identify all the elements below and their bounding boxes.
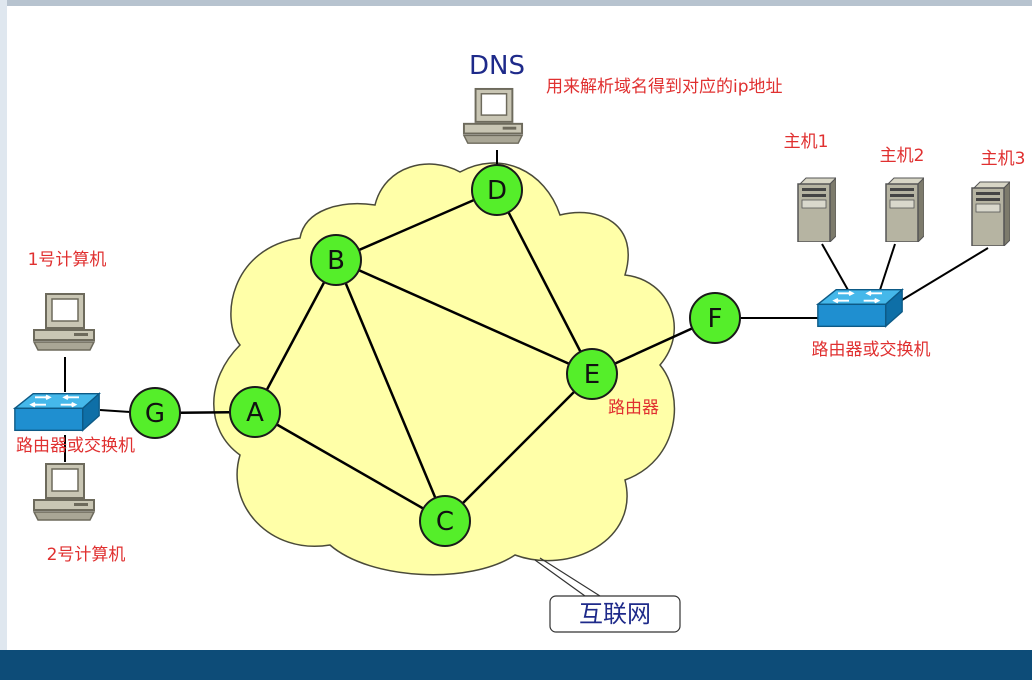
link-a-c	[254, 410, 446, 523]
host1-label: 主机1	[784, 132, 829, 152]
node-label: G	[145, 399, 165, 429]
switch-left-label: 路由器或交换机	[16, 436, 135, 456]
top-border	[0, 0, 1032, 6]
node-circle	[689, 292, 741, 344]
node-b: B	[310, 234, 362, 286]
host1-link	[821, 243, 849, 291]
dns-computer-icon	[462, 87, 524, 145]
computer-2-icon	[33, 463, 95, 521]
switch-g-link	[99, 409, 131, 413]
dns-description: 用来解析域名得到对应的ip地址	[546, 77, 783, 97]
internet-callout-pointer	[534, 557, 603, 597]
node-e: E	[566, 348, 618, 400]
host3-link	[901, 247, 989, 301]
host2-link	[879, 243, 896, 291]
host3-label: 主机3	[981, 149, 1026, 169]
left-border	[0, 0, 7, 650]
switch-left-icon	[13, 392, 101, 432]
nodes: A B C D E F G	[129, 164, 741, 547]
computer-1-icon	[33, 293, 95, 351]
node-label: D	[487, 176, 507, 206]
link-c-e	[444, 373, 593, 522]
link-b-d	[335, 188, 498, 262]
dns-label: DNS	[469, 51, 525, 81]
host2-label: 主机2	[880, 146, 925, 166]
node-g: G	[129, 387, 181, 439]
server-3-icon	[971, 181, 1010, 246]
node-a: A	[229, 386, 281, 438]
switch-right-label: 路由器或交换机	[812, 340, 931, 360]
node-circle	[566, 348, 618, 400]
link-b-c	[334, 259, 447, 522]
link-d-e	[495, 189, 594, 375]
node-label: E	[584, 360, 600, 390]
internet-callout-box	[549, 595, 681, 633]
link-a-b	[253, 259, 338, 413]
node-f: F	[689, 292, 741, 344]
node-d: D	[471, 164, 523, 216]
link-b-e	[335, 258, 593, 376]
node-label: B	[327, 246, 345, 276]
node-label: A	[246, 398, 264, 428]
node-circle	[229, 386, 281, 438]
computer2-label: 2号计算机	[47, 545, 126, 565]
node-circle	[310, 234, 362, 286]
node-circle	[471, 164, 523, 216]
node-label: C	[436, 507, 454, 537]
bottom-bar	[0, 650, 1032, 680]
node-label: F	[708, 304, 723, 334]
switch-right-icon	[816, 288, 904, 328]
router-label: 路由器	[608, 398, 659, 418]
computer1-label: 1号计算机	[28, 250, 107, 270]
internet-label: 互联网	[579, 600, 651, 628]
server-1-icon	[797, 177, 836, 242]
node-circle	[419, 495, 471, 547]
node-c: C	[419, 495, 471, 547]
server-2-icon	[885, 177, 924, 242]
node-circle	[129, 387, 181, 439]
